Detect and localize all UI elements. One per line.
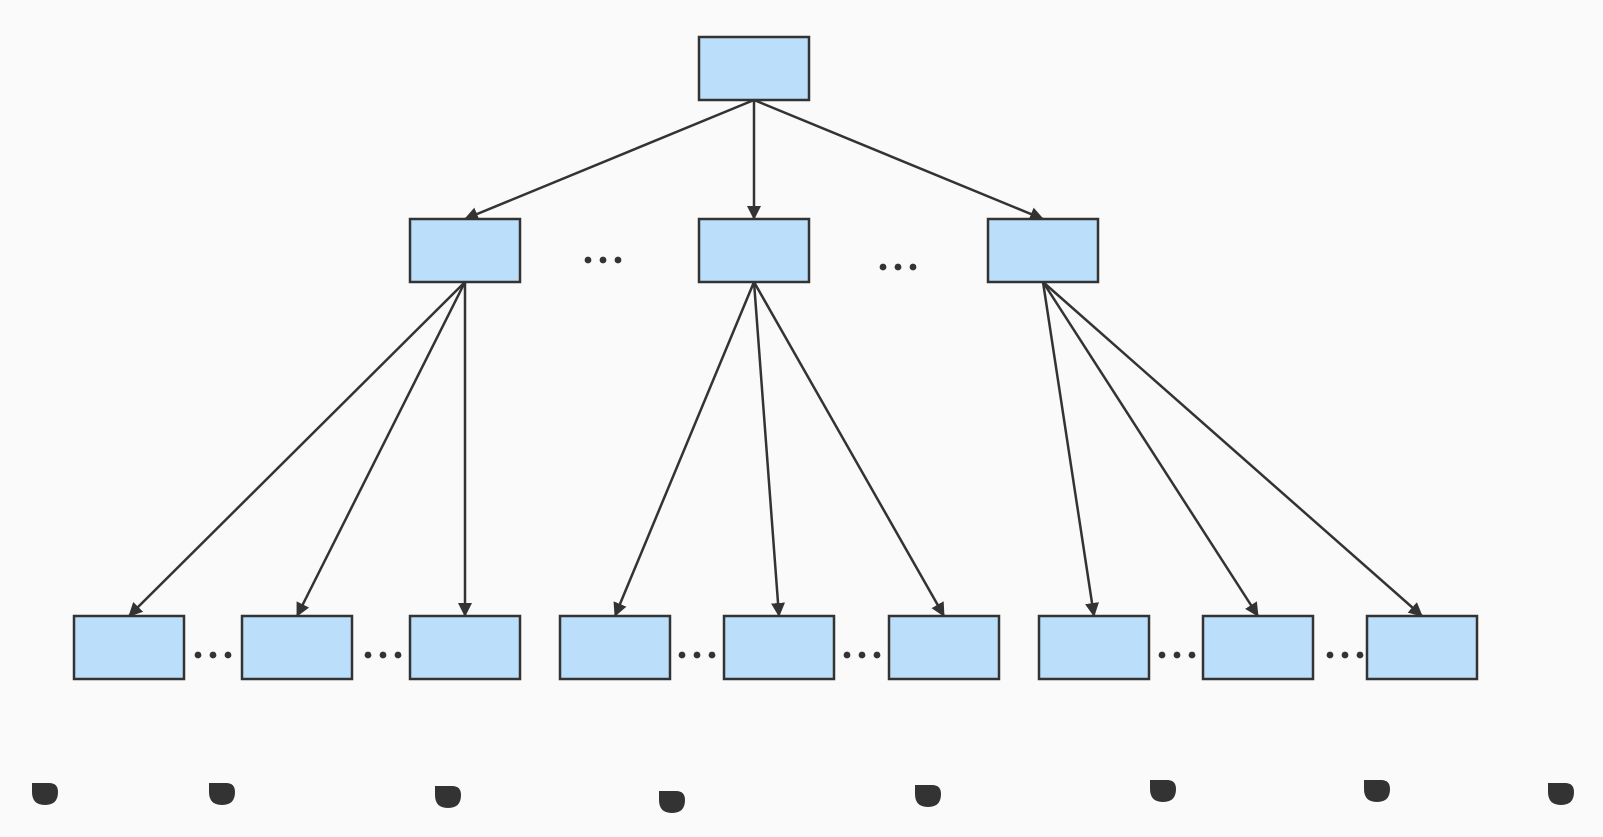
ellipsis-dot bbox=[194, 651, 202, 659]
leaf-node-l3 bbox=[408, 614, 522, 681]
bottom-marker-2 bbox=[209, 783, 235, 805]
ellipsis-group bbox=[194, 256, 1364, 659]
leaf-node-l7 bbox=[1037, 614, 1151, 681]
node-box bbox=[558, 614, 672, 681]
node-box bbox=[408, 217, 522, 284]
edge-m3-to-l9 bbox=[1042, 281, 1423, 617]
middle-node-m2 bbox=[697, 217, 811, 284]
node-box bbox=[1365, 614, 1479, 681]
ellipsis-dot bbox=[364, 651, 372, 659]
node-box bbox=[722, 614, 836, 681]
ellipsis-dot bbox=[858, 651, 866, 659]
ellipsis-5 bbox=[678, 651, 716, 659]
node-box bbox=[697, 217, 811, 284]
ellipsis-dot bbox=[879, 263, 887, 271]
ellipsis-dot bbox=[224, 651, 232, 659]
node-box bbox=[697, 35, 811, 102]
ellipsis-dot bbox=[678, 651, 686, 659]
middle-node-m1 bbox=[408, 217, 522, 284]
ellipsis-dot bbox=[1356, 651, 1364, 659]
bottom-marker-3 bbox=[435, 786, 461, 808]
edge-m1-to-l2 bbox=[295, 281, 467, 617]
ellipsis-1 bbox=[584, 256, 622, 264]
ellipsis-dot bbox=[1341, 651, 1349, 659]
node-box bbox=[1037, 614, 1151, 681]
ellipsis-dot bbox=[1173, 651, 1181, 659]
ellipsis-3 bbox=[194, 651, 232, 659]
ellipsis-dot bbox=[1188, 651, 1196, 659]
ellipsis-dot bbox=[209, 651, 217, 659]
ellipsis-dot bbox=[894, 263, 902, 271]
ellipsis-dot bbox=[843, 651, 851, 659]
ellipsis-2 bbox=[879, 263, 917, 271]
ellipsis-6 bbox=[843, 651, 881, 659]
leaf-node-l5 bbox=[722, 614, 836, 681]
ellipsis-dot bbox=[584, 256, 592, 264]
ellipsis-dot bbox=[599, 256, 607, 264]
edge-m1-to-l1 bbox=[128, 281, 466, 617]
edge-group bbox=[128, 98, 1423, 617]
ellipsis-dot bbox=[614, 256, 622, 264]
leaf-node-l8 bbox=[1201, 614, 1315, 681]
leaf-node-l6 bbox=[887, 614, 1001, 681]
ellipsis-dot bbox=[394, 651, 402, 659]
node-group bbox=[72, 35, 1479, 681]
ellipsis-4 bbox=[364, 651, 402, 659]
leaf-node-l4 bbox=[558, 614, 672, 681]
edge-m3-to-l8 bbox=[1041, 281, 1260, 617]
edge-m2-to-l5 bbox=[752, 281, 786, 617]
bottom-marker-group bbox=[32, 780, 1574, 813]
middle-node-m3 bbox=[986, 217, 1100, 284]
edge-root-to-m1 bbox=[464, 98, 755, 221]
edge-root-to-m3 bbox=[753, 98, 1044, 221]
ellipsis-8 bbox=[1326, 651, 1364, 659]
ellipsis-dot bbox=[1326, 651, 1334, 659]
ellipsis-dot bbox=[909, 263, 917, 271]
leaf-node-l2 bbox=[240, 614, 354, 681]
node-box bbox=[240, 614, 354, 681]
ellipsis-7 bbox=[1158, 651, 1196, 659]
ellipsis-dot bbox=[708, 651, 716, 659]
edge-m2-to-l6 bbox=[752, 281, 946, 617]
bottom-marker-6 bbox=[1150, 780, 1176, 802]
root-node-root bbox=[697, 35, 811, 102]
ellipsis-dot bbox=[873, 651, 881, 659]
bottom-marker-4 bbox=[659, 791, 685, 813]
node-box bbox=[1201, 614, 1315, 681]
ellipsis-dot bbox=[379, 651, 387, 659]
ellipsis-dot bbox=[1158, 651, 1166, 659]
bottom-marker-1 bbox=[32, 783, 58, 805]
bottom-marker-7 bbox=[1364, 780, 1390, 802]
bottom-marker-5 bbox=[915, 785, 941, 807]
leaf-node-l9 bbox=[1365, 614, 1479, 681]
node-box bbox=[72, 614, 186, 681]
edge-m2-to-l4 bbox=[613, 281, 756, 617]
node-box bbox=[887, 614, 1001, 681]
ellipsis-dot bbox=[693, 651, 701, 659]
bottom-marker-8 bbox=[1548, 783, 1574, 805]
node-box bbox=[408, 614, 522, 681]
leaf-node-l1 bbox=[72, 614, 186, 681]
node-box bbox=[986, 217, 1100, 284]
edge-m3-to-l7 bbox=[1041, 281, 1099, 617]
